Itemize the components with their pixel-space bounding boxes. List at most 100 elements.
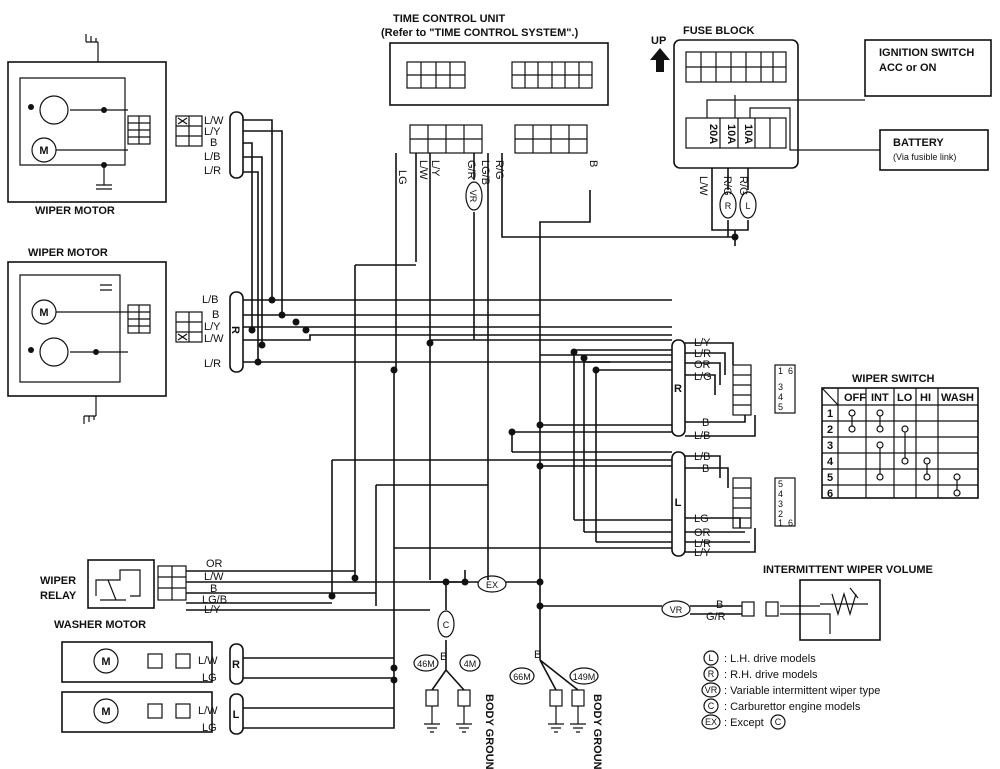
- svg-text:B: B: [210, 583, 217, 595]
- svg-text:OR: OR: [206, 558, 223, 570]
- svg-text:R: R: [229, 326, 241, 334]
- svg-text:ACC or ON: ACC or ON: [879, 62, 937, 74]
- svg-text:R/G: R/G: [493, 160, 505, 180]
- ground-symbols: [424, 689, 586, 733]
- svg-text:3: 3: [827, 440, 833, 452]
- svg-text:(Via fusible link): (Via fusible link): [893, 152, 956, 162]
- ignition-switch: IGNITION SWITCH ACC or ON: [864, 39, 992, 97]
- svg-text:INTERMITTENT WIPER VOLUME: INTERMITTENT WIPER VOLUME: [763, 564, 933, 576]
- ground-tags: 46M 4M 66M 149M: [413, 654, 599, 685]
- tag-ex: EX: [477, 575, 507, 593]
- svg-text:LG: LG: [396, 170, 408, 185]
- tag-l-fuse: L: [739, 191, 757, 219]
- svg-text:G/R: G/R: [706, 611, 726, 623]
- svg-text:2: 2: [827, 424, 833, 436]
- svg-text:L/B: L/B: [202, 294, 219, 306]
- svg-text:B: B: [702, 463, 709, 475]
- svg-text:RELAY: RELAY: [40, 590, 77, 602]
- svg-text:L/B: L/B: [204, 151, 221, 163]
- washer-motor-l: M L L/W LG: [61, 691, 244, 735]
- intermittent-wiper-volume: INTERMITTENT WIPER VOLUME B G/R: [706, 564, 933, 641]
- svg-text:R: R: [232, 659, 240, 671]
- svg-text:149M: 149M: [573, 672, 596, 682]
- svg-text:B: B: [587, 160, 599, 167]
- svg-text:BODY GROUND: BODY GROUND: [483, 694, 495, 769]
- svg-text:L: L: [675, 497, 682, 509]
- fuse-block: FUSE BLOCK 20A 10A 10A UP: [650, 25, 880, 169]
- wire-labels-m1: L/W L/Y B L/B L/R: [204, 115, 224, 177]
- washer-motor-label: WASHER MOTOR: [54, 619, 146, 631]
- tag-c: C: [437, 610, 455, 638]
- svg-text:4M: 4M: [464, 659, 477, 669]
- svg-text:5: 5: [827, 472, 833, 484]
- wire-labels-relay: OR L/W B LG/B L/Y: [202, 558, 227, 616]
- svg-text:L: L: [745, 201, 750, 211]
- tag-r-fuse: R: [719, 191, 737, 219]
- svg-text:M: M: [39, 145, 48, 157]
- wire-labels-fuse: L/W R/G R/G: [697, 176, 749, 196]
- svg-text:OR: OR: [694, 359, 711, 371]
- svg-text:L/G: L/G: [694, 371, 712, 383]
- washer-motor-r: M R L/W LG: [61, 641, 244, 685]
- svg-text:B: B: [212, 309, 219, 321]
- svg-text:4: 4: [778, 392, 783, 402]
- wire-labels-ground: B B: [440, 649, 541, 663]
- svg-text:M: M: [101, 706, 110, 718]
- svg-text:M: M: [39, 307, 48, 319]
- time-control-unit: TIME CONTROL UNIT (Refer to "TIME CONTRO…: [381, 13, 609, 154]
- svg-text:IGNITION SWITCH: IGNITION SWITCH: [879, 47, 974, 59]
- svg-text:1: 1: [778, 518, 783, 528]
- svg-text:VR: VR: [670, 605, 683, 615]
- svg-text:: L.H. drive models: : L.H. drive models: [724, 653, 816, 665]
- junctions-m2: [248, 296, 398, 374]
- svg-text:EX: EX: [486, 580, 498, 590]
- svg-text:L/R: L/R: [694, 538, 711, 550]
- svg-text:EX: EX: [705, 717, 717, 727]
- svg-text:L/W: L/W: [198, 705, 218, 717]
- svg-text:BODY GROUND: BODY GROUND: [591, 694, 603, 769]
- svg-text:R/G: R/G: [721, 176, 733, 196]
- svg-text:3: 3: [778, 382, 783, 392]
- svg-text:4: 4: [827, 456, 834, 468]
- svg-text:10A: 10A: [742, 124, 754, 144]
- svg-text:4: 4: [778, 489, 783, 499]
- svg-text:L/R: L/R: [694, 348, 711, 360]
- wiper-motor-rh-label: WIPER MOTOR: [28, 247, 108, 259]
- wire-labels-sw-r: L/Y L/R OR L/G B L/B: [694, 337, 712, 442]
- svg-text:L: L: [708, 653, 713, 663]
- svg-text:R: R: [674, 383, 682, 395]
- svg-text:L/W: L/W: [697, 176, 709, 196]
- tag-vr-volume: VR: [661, 600, 691, 618]
- svg-text:L/Y: L/Y: [429, 160, 441, 177]
- svg-text:: Carburettor engine models: : Carburettor engine models: [724, 701, 861, 713]
- svg-text:: Variable intermittent wiper: : Variable intermittent wiper type: [724, 685, 880, 697]
- svg-text:: R.H. drive models: : R.H. drive models: [724, 669, 818, 681]
- wire-labels-sw-l: L/B B LG OR L/R L/Y: [694, 451, 711, 559]
- svg-text:L/Y: L/Y: [694, 547, 711, 559]
- svg-text:LG: LG: [694, 513, 709, 525]
- svg-text:46M: 46M: [417, 659, 435, 669]
- svg-text:B: B: [716, 599, 723, 611]
- fuse-block-title: FUSE BLOCK: [683, 25, 755, 37]
- svg-text:LO: LO: [897, 392, 913, 404]
- svg-text:LG/B: LG/B: [479, 160, 491, 185]
- svg-text:L/W: L/W: [204, 115, 224, 127]
- svg-text:C: C: [775, 717, 782, 727]
- switch-contacts: [848, 409, 961, 497]
- svg-text:5: 5: [778, 402, 783, 412]
- svg-text:BATTERY: BATTERY: [893, 137, 944, 149]
- svg-text:L: L: [233, 709, 240, 721]
- svg-text:G/R: G/R: [465, 160, 477, 180]
- svg-text:: Except: : Except: [724, 717, 764, 729]
- svg-text:OFF: OFF: [844, 392, 866, 404]
- svg-text:6: 6: [788, 518, 793, 528]
- svg-text:6: 6: [827, 488, 833, 500]
- svg-text:10A: 10A: [725, 124, 737, 144]
- tcu-subtitle: (Refer to "TIME CONTROL SYSTEM".): [381, 27, 579, 39]
- svg-text:5: 5: [778, 479, 783, 489]
- svg-text:M: M: [101, 656, 110, 668]
- up-arrow-icon: [650, 48, 670, 72]
- svg-text:OR: OR: [694, 527, 711, 539]
